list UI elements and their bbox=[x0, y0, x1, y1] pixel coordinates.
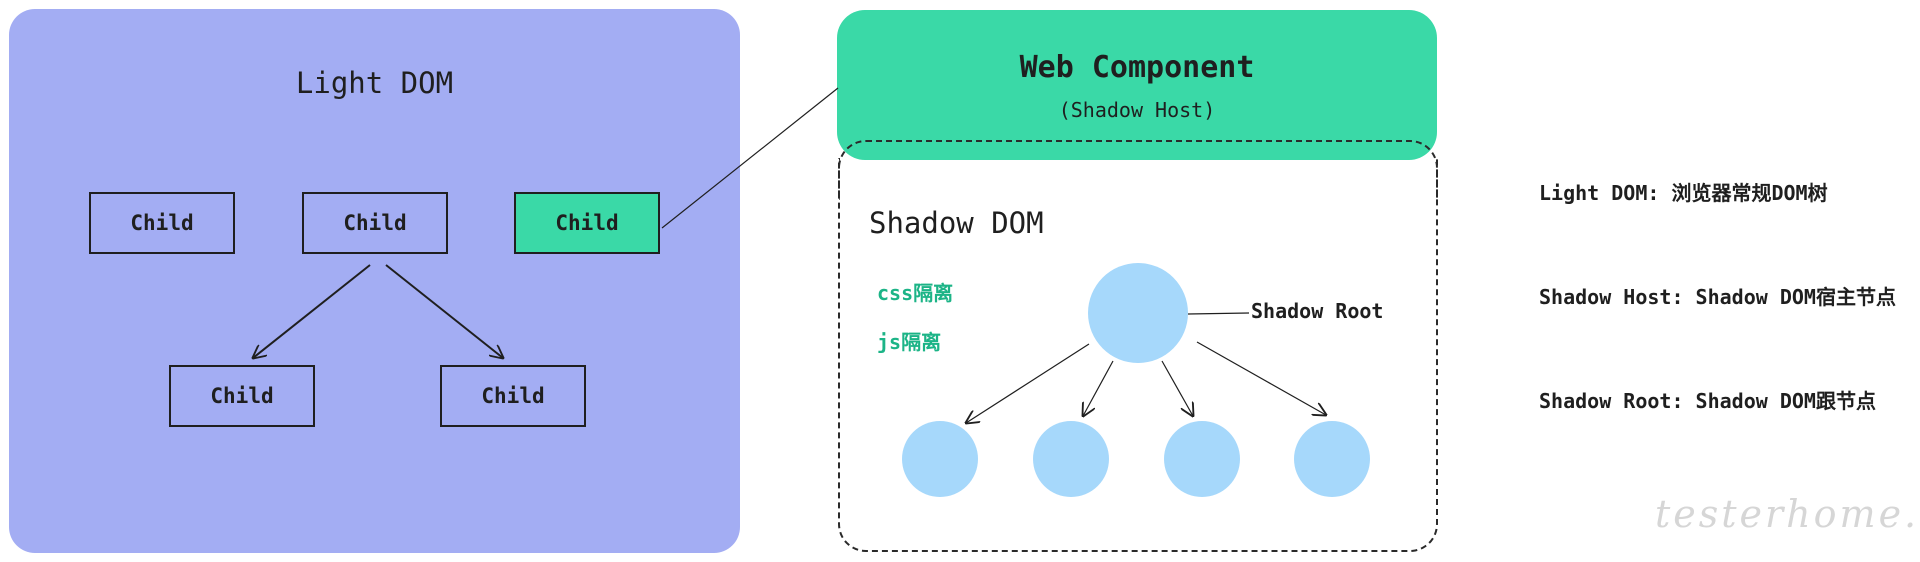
watermark: testerhome.com bbox=[1655, 492, 1920, 536]
light-child-node: Child bbox=[302, 192, 448, 254]
web-component-subtitle: (Shadow Host) bbox=[1058, 98, 1216, 122]
css-isolation-label: css隔离 bbox=[877, 281, 954, 305]
light-child-node: Child bbox=[169, 365, 315, 427]
legend-shadow-host: Shadow Host: Shadow DOM宿主节点 bbox=[1539, 285, 1896, 309]
web-component-box bbox=[837, 10, 1437, 160]
web-component-title: Web Component bbox=[1019, 50, 1255, 85]
light-dom-title: Light DOM bbox=[295, 66, 454, 100]
legend-shadow-root: Shadow Root: Shadow DOM跟节点 bbox=[1539, 389, 1876, 413]
light-child-node: Child bbox=[440, 365, 586, 427]
shadow-dom-title: Shadow DOM bbox=[869, 206, 1044, 240]
light-child-host-node: Child bbox=[514, 192, 660, 254]
shadow-dom-box bbox=[838, 158, 1438, 552]
shadow-root-label: Shadow Root bbox=[1251, 299, 1384, 323]
js-isolation-label: js隔离 bbox=[877, 330, 942, 354]
light-child-node: Child bbox=[89, 192, 235, 254]
legend-light-dom: Light DOM: 浏览器常规DOM树 bbox=[1539, 181, 1828, 205]
light-dom-panel bbox=[9, 9, 740, 553]
